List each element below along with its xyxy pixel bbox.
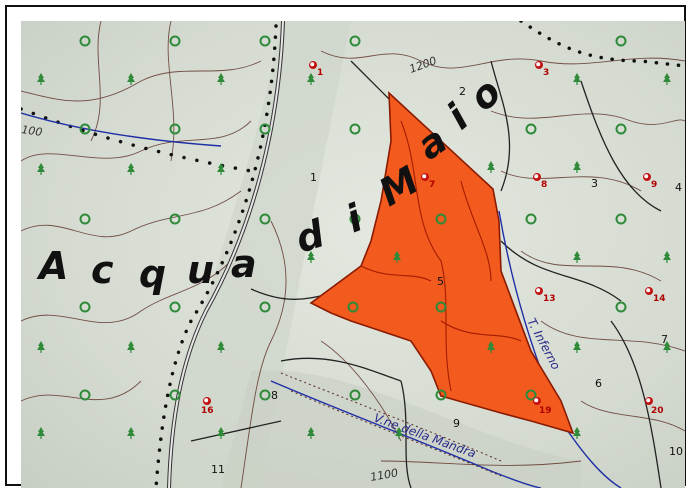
site-marker-7: 7 <box>421 173 435 190</box>
site-marker-1: 1 <box>309 61 323 78</box>
site-markers: 1 3 7 8 9 13 14 16 19 20 <box>201 61 666 416</box>
svg-text:16: 16 <box>201 406 214 416</box>
topographic-map[interactable]: 1 3 7 8 9 13 14 16 19 20 1 2 3 4 5 6 7 8 <box>21 21 685 488</box>
parcel-number-3: 3 <box>591 177 598 190</box>
site-marker-20: 20 <box>645 397 664 416</box>
site-marker-9: 9 <box>643 173 657 190</box>
map-frame: 1 3 7 8 9 13 14 16 19 20 1 2 3 4 5 6 7 8 <box>5 5 686 488</box>
valley-dashes <box>280 372 502 477</box>
parcel-number-1: 1 <box>310 171 317 184</box>
parcel-number-11: 11 <box>211 463 225 476</box>
svg-text:13: 13 <box>543 294 556 304</box>
map-viewport[interactable]: 1 3 7 8 9 13 14 16 19 20 1 2 3 4 5 6 7 8 <box>21 21 685 488</box>
svg-text:9: 9 <box>651 180 657 190</box>
parcel-number-10: 10 <box>669 445 683 458</box>
place-letter-a: a <box>231 242 257 286</box>
contour-label-100: 100 <box>21 123 43 139</box>
parcel-inner-lines <box>360 120 522 392</box>
parcel-number-2: 2 <box>459 85 466 98</box>
place-letter-q: q <box>139 252 166 296</box>
contour-label-1100: 1100 <box>369 466 399 484</box>
parcel-number-4: 4 <box>675 181 682 194</box>
parcel-numbers: 1 2 3 4 5 6 7 8 9 10 11 <box>211 85 683 476</box>
svg-text:7: 7 <box>429 180 435 190</box>
place-letter-c: c <box>91 248 114 292</box>
svg-text:1: 1 <box>317 68 323 78</box>
svg-text:8: 8 <box>541 180 547 190</box>
svg-text:3: 3 <box>543 68 549 78</box>
road <box>167 21 285 488</box>
parcel-number-6: 6 <box>595 377 602 390</box>
site-marker-16: 16 <box>201 397 214 416</box>
parcel-number-9: 9 <box>453 417 460 430</box>
site-marker-8: 8 <box>533 173 547 190</box>
svg-text:14: 14 <box>653 294 666 304</box>
trail-dotted <box>21 21 685 488</box>
site-marker-3: 3 <box>535 61 549 78</box>
site-marker-13: 13 <box>535 287 556 304</box>
site-marker-19: 19 <box>533 397 552 416</box>
svg-text:20: 20 <box>651 406 664 416</box>
site-marker-14: 14 <box>645 287 666 304</box>
valley-shade <box>221 370 581 488</box>
parcel-boundaries <box>190 60 662 488</box>
parcel-number-8: 8 <box>271 389 278 402</box>
place-letter-u: u <box>187 248 214 292</box>
parcel-number-5: 5 <box>437 275 444 288</box>
parcel-number-7: 7 <box>661 333 668 346</box>
place-letter-A: A <box>36 244 68 288</box>
svg-text:19: 19 <box>539 406 552 416</box>
contour-lines <box>21 21 685 488</box>
hillshade <box>151 21 351 488</box>
